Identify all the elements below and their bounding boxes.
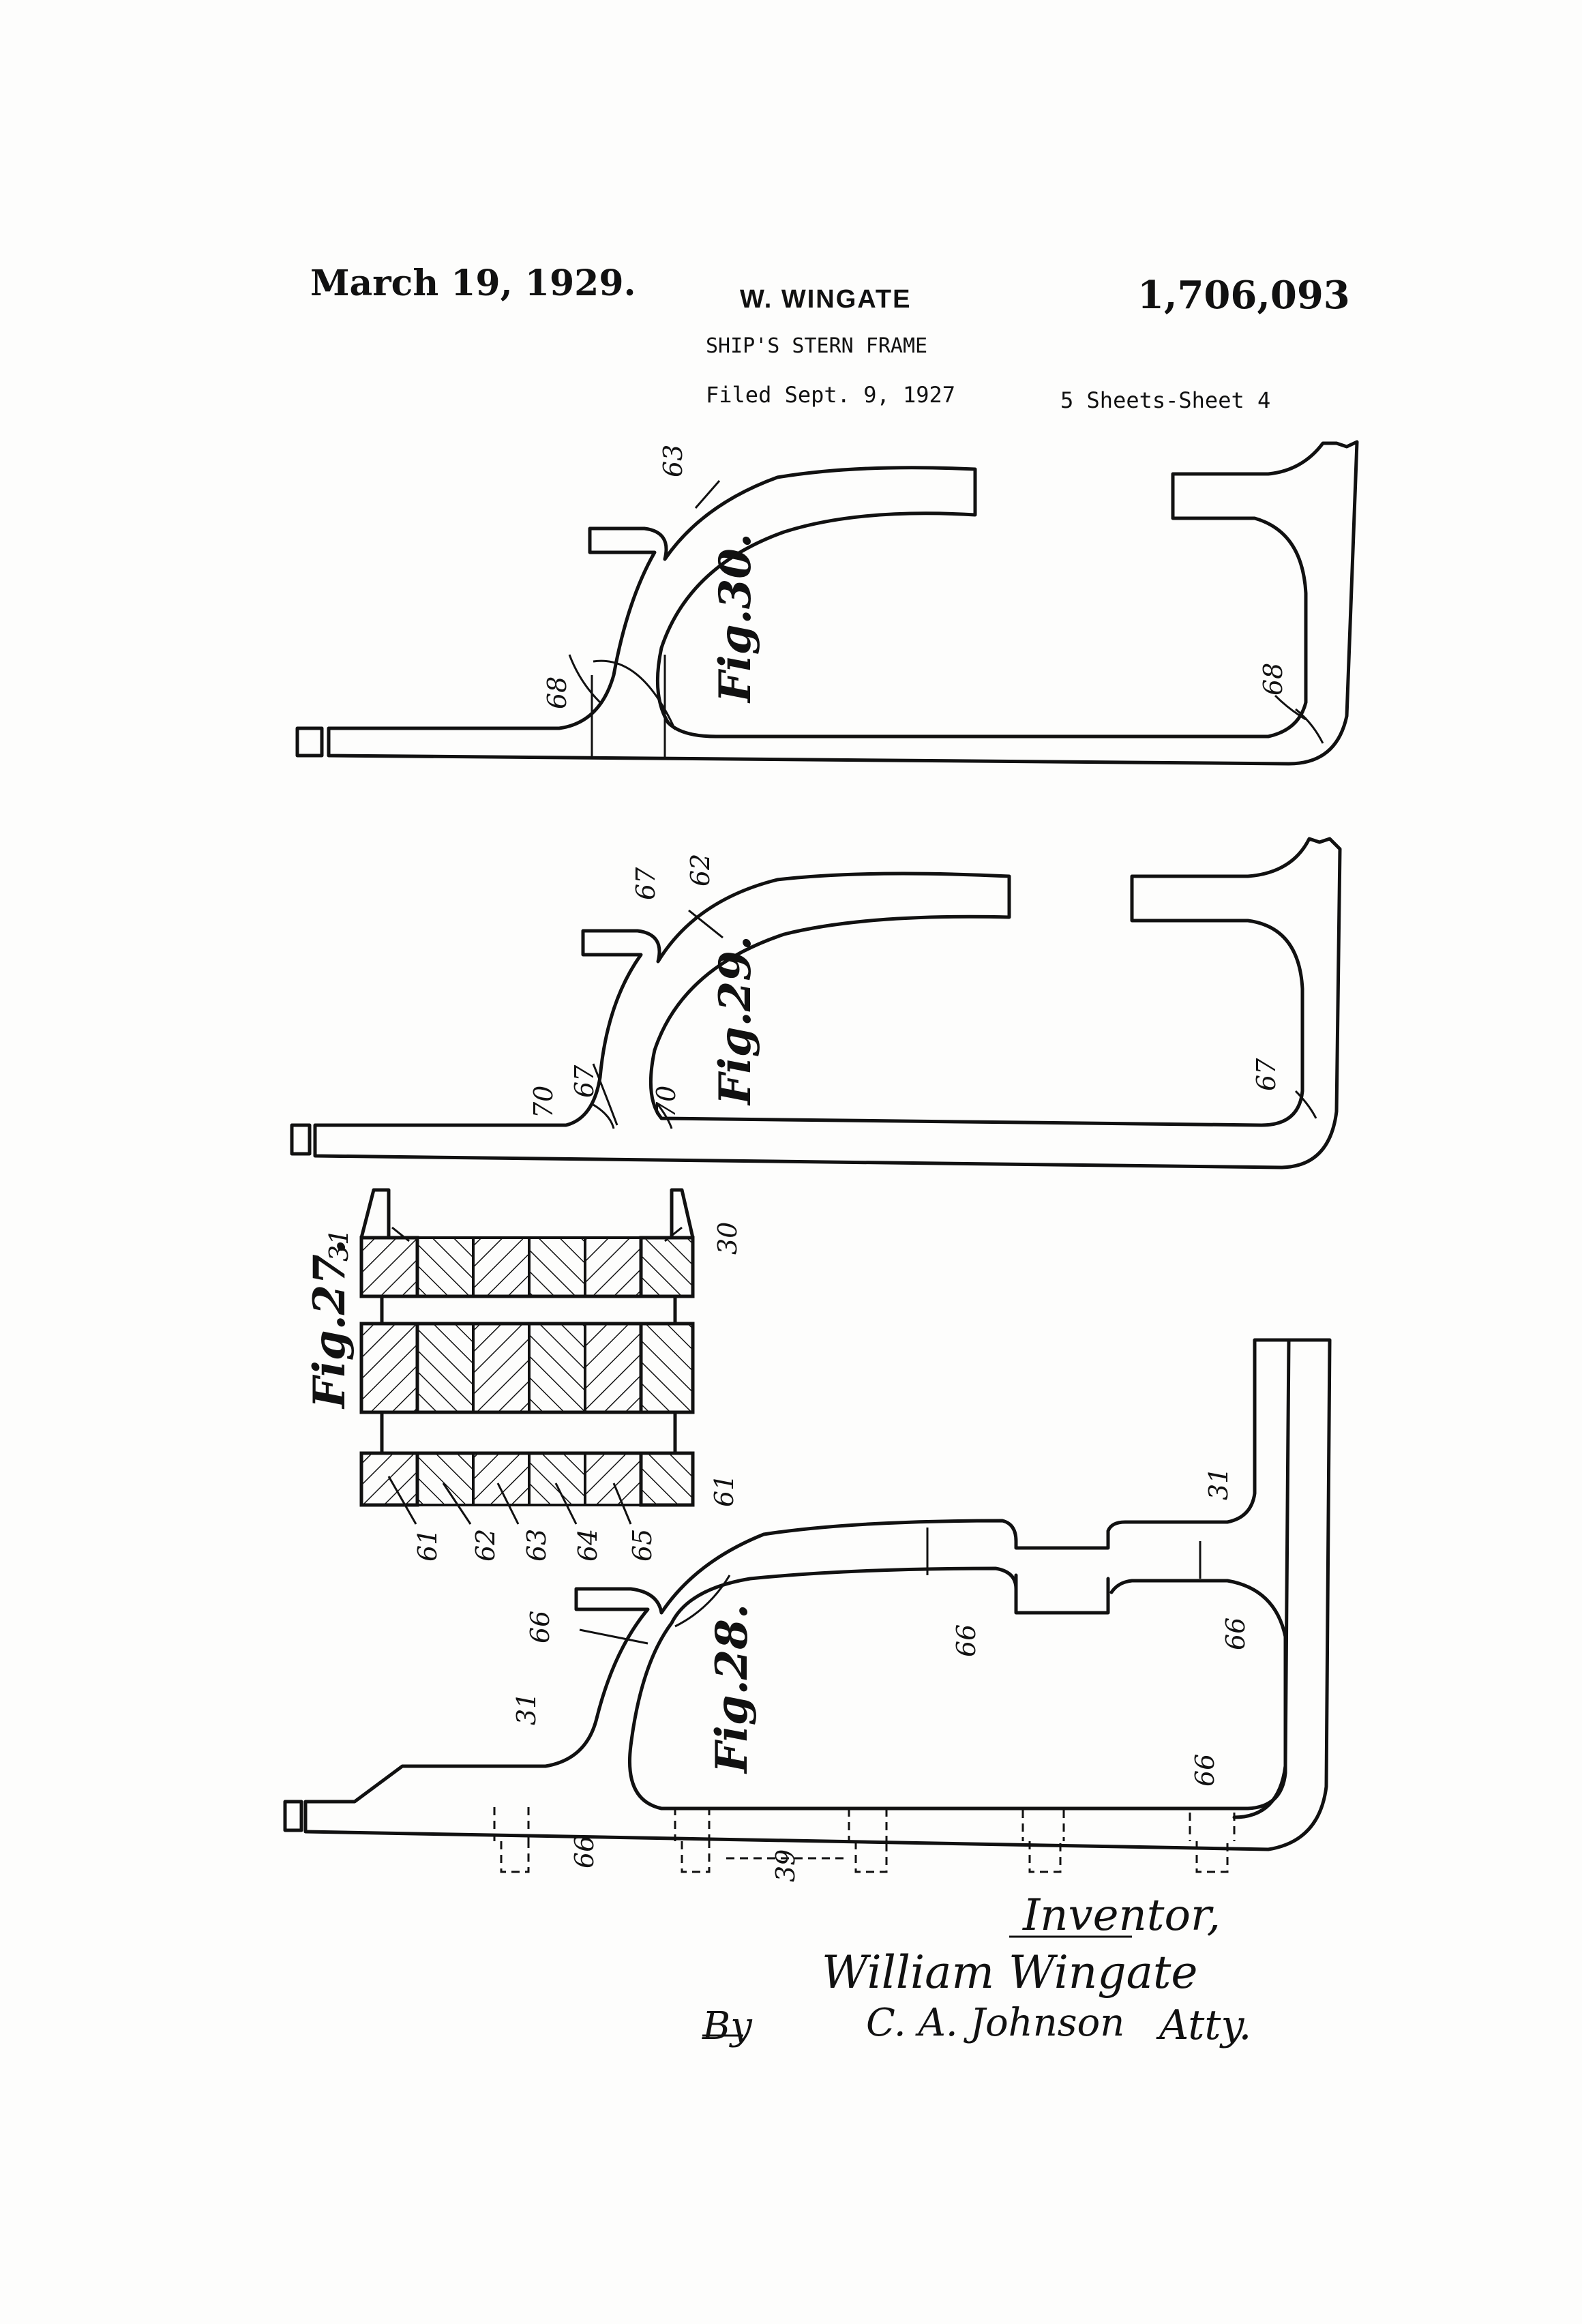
by-label: By xyxy=(702,2004,753,2049)
fig27-ref-63: 63 xyxy=(522,1529,552,1562)
fig27-ref-65: 65 xyxy=(627,1529,657,1562)
fig30-ref-63: 63 xyxy=(658,445,688,477)
fig29-ref-67-a: 67 xyxy=(631,867,661,900)
fig30-label: Fig.30. xyxy=(710,533,761,704)
fig27-ref-64: 64 xyxy=(573,1529,603,1562)
fig28-ref-31-a: 31 xyxy=(511,1693,541,1725)
fig28-ref-66-d: 66 xyxy=(1190,1754,1220,1787)
fig28-frame xyxy=(305,1340,1330,1849)
fig28-ref-31-b: 31 xyxy=(1204,1468,1234,1500)
fig27-plate-64 xyxy=(529,1453,585,1505)
fig30-joint-lines xyxy=(592,655,675,757)
fig28-ref-66-e: 66 xyxy=(569,1836,599,1868)
signature-block: Inventor, William Wingate By C. A. Johns… xyxy=(702,1890,1252,2049)
fig28-gap-piece xyxy=(1016,1575,1108,1613)
fig28-ref-61: 61 xyxy=(709,1474,739,1507)
fig28-ref-39: 39 xyxy=(771,1849,801,1882)
figure-27: 31 30 61 62 63 64 65 Fig.27. xyxy=(304,1190,743,1562)
fig29-frame xyxy=(315,839,1340,1167)
figure-29: 67 62 70 67 70 67 Fig.29. xyxy=(292,839,1340,1167)
fig27-plate-ends xyxy=(361,1190,693,1238)
figure-30: 63 68 68 Fig.30. xyxy=(297,442,1357,764)
inventor-label: Inventor, xyxy=(1022,1890,1221,1941)
fig29-ref-67-c: 67 xyxy=(1251,1058,1281,1091)
atty-label: Atty. xyxy=(1156,2001,1252,2049)
fig28-keel-end xyxy=(285,1802,301,1830)
fig29-ref-70-a: 70 xyxy=(528,1086,558,1118)
fig28-label: Fig.28. xyxy=(706,1604,758,1774)
fig27-label: Fig.27. xyxy=(304,1239,355,1410)
fig27-gap-top xyxy=(382,1296,675,1324)
fig29-ref-62: 62 xyxy=(685,854,715,887)
fig29-keel-end xyxy=(292,1125,310,1154)
inventor-signature: William Wingate xyxy=(822,1946,1198,1999)
fig28-ref-66-c: 66 xyxy=(1221,1618,1251,1650)
fig27-plate-63 xyxy=(473,1453,529,1505)
fig27-plate-65 xyxy=(585,1453,641,1505)
fig30-ref-68-a: 68 xyxy=(542,676,572,709)
fig29-joint-lines xyxy=(593,910,1316,1129)
fig28-ref-66-a: 66 xyxy=(525,1611,555,1643)
fig27-plate-62 xyxy=(417,1453,473,1505)
fig28-ref-66-b: 66 xyxy=(951,1624,981,1657)
fig27-plate-31-top xyxy=(361,1238,417,1296)
fig28-butt-joints xyxy=(927,1528,1200,1579)
fig27-ref-30: 30 xyxy=(713,1222,743,1255)
fig29-label: Fig.29. xyxy=(710,936,761,1106)
fig27-ref-61: 61 xyxy=(413,1529,443,1562)
fig30-keel-end xyxy=(297,728,322,756)
figure-28: 61 31 66 66 66 31 66 66 39 Fig.28. xyxy=(285,1340,1330,1882)
fig30-keel-bar xyxy=(329,442,1357,764)
fig28-inner-stern xyxy=(1234,1340,1289,1817)
attorney-signature: C. A. Johnson xyxy=(866,2001,1124,2045)
fig30-ref-68-b: 68 xyxy=(1258,663,1288,696)
fig27-ref-62: 62 xyxy=(471,1529,501,1562)
fig29-ref-67-b: 67 xyxy=(569,1064,599,1098)
fig29-ref-70-b: 70 xyxy=(651,1086,681,1118)
fig27-plate-30-top xyxy=(641,1238,693,1296)
fig28-rivets xyxy=(494,1807,1234,1872)
fig27-gap-bottom xyxy=(382,1412,675,1453)
